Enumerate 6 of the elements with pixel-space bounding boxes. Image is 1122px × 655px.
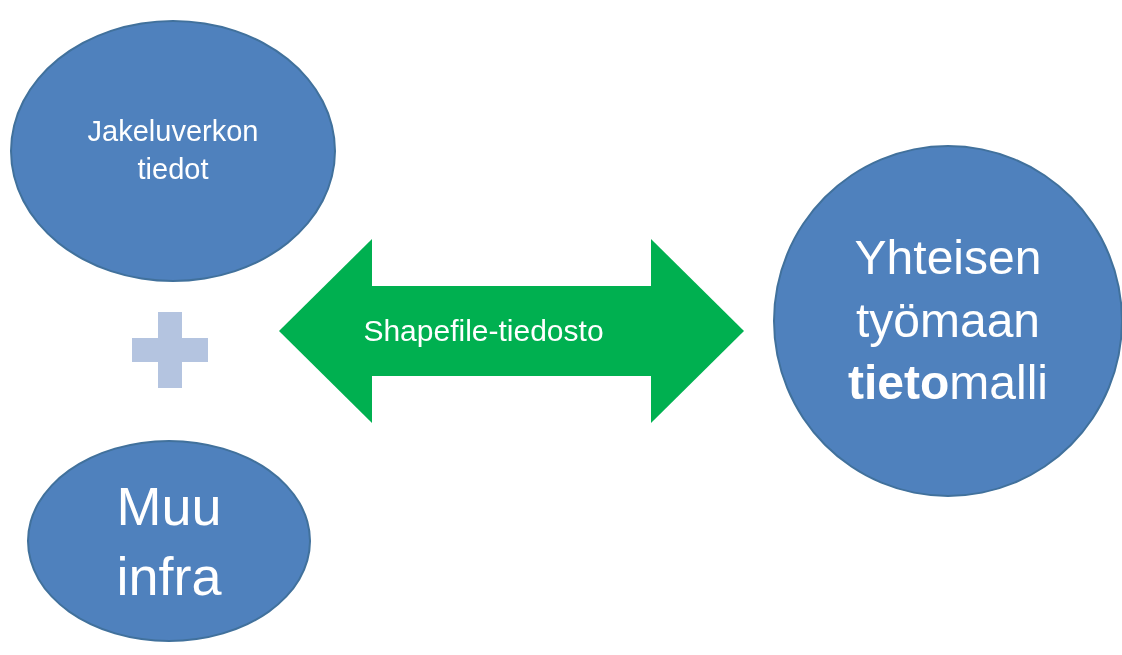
double-arrow	[279, 239, 744, 423]
node-label: Yhteisen työmaan tietomalli	[847, 230, 1049, 412]
node-label: Muu infra	[115, 474, 223, 608]
node-label: Jakeluverkon tiedot	[86, 114, 260, 187]
edge-label: Shapefile-tiedosto	[363, 314, 604, 348]
plus-icon	[132, 312, 208, 388]
